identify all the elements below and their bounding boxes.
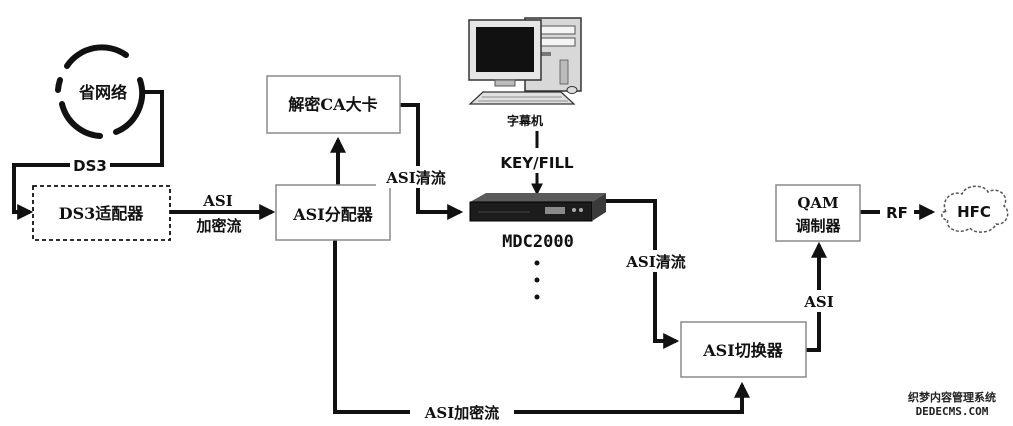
- asi-clear-left-label: ASI清流: [385, 169, 446, 187]
- wire-splitter-to-switch-bottom: [333, 240, 750, 414]
- hfc-label: HFC: [957, 203, 991, 221]
- asi-switch-box: [680, 321, 807, 378]
- asi-encrypted-label-bottom: 加密流: [195, 217, 241, 235]
- keyfill-edge-label: KEY/FILL: [500, 154, 574, 172]
- ca-card-label: 解密CA大卡: [288, 95, 377, 114]
- ds3-adapter-box: [32, 185, 171, 241]
- subtitle-pc-icon: [468, 17, 582, 105]
- rf-label-bg: [880, 202, 914, 222]
- asi-encrypted-long-bg: [410, 401, 514, 423]
- asi-switch-label: ASI切换器: [702, 341, 783, 360]
- continuation-dot: [534, 260, 540, 266]
- asi-encrypted-label-bg: [193, 214, 245, 236]
- asi-clear-left-bg: [376, 166, 456, 188]
- wire-switch-to-qam: [806, 241, 827, 352]
- asi-clear-right-bg: [614, 250, 698, 272]
- province-network-ring: [55, 44, 146, 139]
- asi-up-label-bg: [800, 290, 838, 312]
- asi-up-edge-label: ASI: [803, 293, 834, 311]
- qam-label-line1: QAM: [797, 194, 838, 212]
- qam-modulator-box: [775, 184, 861, 242]
- ca-card-box: [266, 75, 401, 134]
- mdc2000-device: [469, 193, 606, 222]
- rf-edge-label: RF: [886, 204, 908, 222]
- watermark-line2: DEDECMS.COM: [916, 405, 989, 418]
- wire-ca-to-mdc: [400, 103, 464, 220]
- continuation-dot: [534, 277, 540, 283]
- asi-encrypted-long-label: ASI加密流: [424, 404, 500, 422]
- ds3-adapter-label: DS3适配器: [59, 204, 145, 223]
- asi-splitter-label: ASI分配器: [292, 205, 373, 224]
- ds3-label-bg: [70, 155, 110, 175]
- asi-splitter-box: [275, 184, 391, 241]
- watermark-line1: 织梦内容管理系统: [908, 390, 996, 404]
- mdc2000-label: MDC2000: [502, 232, 574, 252]
- qam-label-line2: 调制器: [795, 217, 841, 235]
- ds3-edge-label: DS3: [73, 157, 107, 175]
- subtitle-pc-label: 字幕机: [507, 113, 543, 128]
- province-network-label: 省网络: [78, 83, 127, 102]
- continuation-dot: [534, 294, 540, 300]
- hfc-cloud-shape: [941, 185, 1009, 233]
- asi-clear-right-label: ASI清流: [625, 253, 686, 271]
- asi-encrypted-label-top: ASI: [202, 192, 233, 210]
